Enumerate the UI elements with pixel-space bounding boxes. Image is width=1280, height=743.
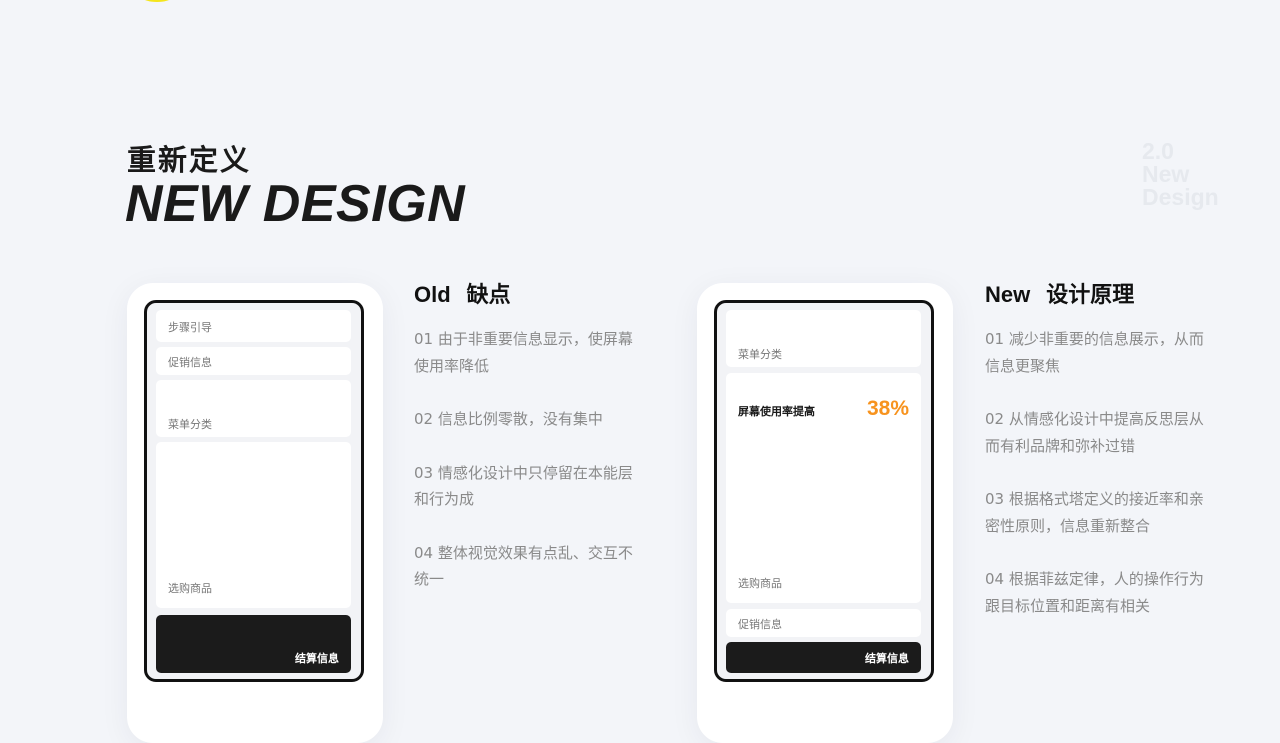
new-principles-section: New 设计原理 01 减少非重要的信息展示，从而信息更聚焦 02 从情感化设计中… [985,280,1215,646]
new-menu-category-block: 菜单分类 [726,310,921,367]
watermark-line-design: Design [1142,184,1219,210]
old-menu-category-block: 菜单分类 [156,380,351,437]
new-section-heading: New 设计原理 [985,280,1215,311]
new-select-goods-block: 屏幕使用率提高 38% 选购商品 [726,373,921,603]
old-step-guide-label: 步骤引导 [168,321,212,334]
list-item: 01 减少非重要的信息展示，从而信息更聚焦 [985,330,1204,375]
new-checkout-bar: 结算信息 [726,642,921,673]
new-section-title-cn: 设计原理 [1046,283,1135,308]
old-step-guide-block: 步骤引导 [156,310,351,342]
old-checkout-bar: 结算信息 [156,615,351,673]
old-design-card: 步骤引导 促销信息 菜单分类 选购商品 结算信息 [127,283,383,743]
new-promo-label: 促销信息 [738,618,782,631]
old-phone-mockup: 步骤引导 促销信息 菜单分类 选购商品 结算信息 [144,300,364,682]
new-section-title-en: New [985,282,1031,307]
yellow-decoration [142,0,172,2]
old-shortcomings-list: 01 由于非重要信息显示，使屏幕使用率降低 02 信息比例零散，没有集中 03 … [414,326,644,593]
new-promo-block: 促销信息 [726,609,921,637]
list-item: 01 由于非重要信息显示，使屏幕使用率降低 [414,330,633,375]
screen-usage-label: 屏幕使用率提高 [738,405,815,418]
page-title-cn: 重新定义 [127,143,252,177]
old-select-goods-label: 选购商品 [168,582,212,595]
old-promo-block: 促销信息 [156,347,351,375]
old-menu-category-label: 菜单分类 [168,418,212,431]
watermark-line-version: 2.0 [1142,138,1174,164]
new-design-card: 菜单分类 屏幕使用率提高 38% 选购商品 促销信息 结算信息 [697,283,953,743]
new-menu-category-label: 菜单分类 [738,348,782,361]
list-item: 03 情感化设计中只停留在本能层和行为成 [414,463,633,509]
page-title-en: NEW DESIGN [125,175,466,233]
old-section-title-en: Old [414,282,451,307]
old-shortcomings-section: Old 缺点 01 由于非重要信息显示，使屏幕使用率降低 02 信息比例零散，没有… [414,280,644,620]
new-principles-list: 01 减少非重要的信息展示，从而信息更聚焦 02 从情感化设计中提高反思层从而有… [985,326,1215,619]
list-item: 03 根据格式塔定义的接近率和亲密性原则，信息重新整合 [985,490,1204,535]
new-phone-mockup: 菜单分类 屏幕使用率提高 38% 选购商品 促销信息 结算信息 [714,300,934,682]
watermark-text: 2.0 New Design [1142,140,1219,209]
new-checkout-label: 结算信息 [865,652,909,665]
new-select-goods-label: 选购商品 [738,577,782,590]
old-checkout-label: 结算信息 [295,652,339,665]
old-section-heading: Old 缺点 [414,280,644,311]
old-section-title-cn: 缺点 [466,283,511,308]
screen-usage-value: 38% [866,397,909,420]
old-promo-label: 促销信息 [168,356,212,369]
watermark-line-new: New [1142,161,1190,187]
list-item: 04 整体视觉效果有点乱、交互不统一 [414,543,633,589]
list-item: 02 从情感化设计中提高反思层从而有利品牌和弥补过错 [985,410,1204,455]
list-item: 02 信息比例零散，没有集中 [414,410,603,428]
old-select-goods-block: 选购商品 [156,442,351,608]
list-item: 04 根据菲兹定律，人的操作行为跟目标位置和距离有相关 [985,570,1204,615]
